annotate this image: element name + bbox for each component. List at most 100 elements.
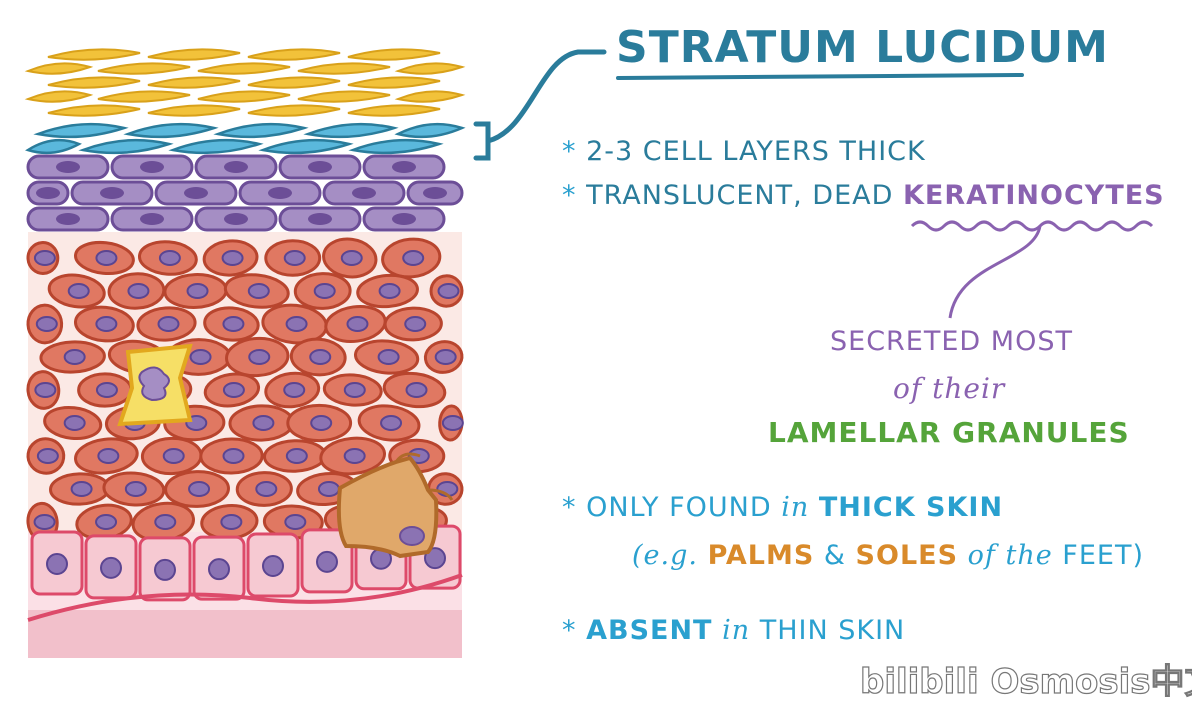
lucidum-cell (78, 138, 174, 155)
cell-nucleus (222, 316, 245, 332)
cell-nucleus (221, 250, 244, 266)
cell-nucleus (158, 250, 181, 266)
cell-nucleus (33, 250, 56, 266)
cell-nucleus (377, 349, 400, 365)
bullet-star: * (562, 136, 577, 167)
cell-nucleus (222, 382, 245, 398)
soles-label: SOLES (855, 540, 959, 571)
cell-nucleus (184, 187, 208, 199)
cell-nucleus (220, 514, 243, 530)
ampersand: & (823, 540, 846, 571)
cell-nucleus (434, 349, 457, 365)
cell-nucleus (188, 481, 211, 497)
bullet-text: 2-3 CELL LAYERS THICK (586, 136, 926, 167)
of-the-text: of the (967, 540, 1053, 571)
lucidum-cell (258, 138, 354, 155)
corneum-cell (347, 76, 441, 89)
cell-nucleus (268, 187, 292, 199)
bullet-star: * (562, 180, 577, 211)
cell-nucleus (36, 187, 60, 199)
example-prefix: (e.g. (632, 540, 698, 571)
cell-nucleus (222, 448, 245, 464)
cell-nucleus (100, 556, 122, 579)
cell-nucleus (310, 415, 333, 431)
cell-nucleus (46, 553, 68, 575)
cell-nucleus (308, 213, 332, 225)
thick-skin-label: THICK SKIN (818, 492, 1004, 523)
title-leader-line (485, 49, 607, 144)
keratinocytes-wavy-underline (910, 220, 1154, 232)
corneum-cell (394, 62, 466, 75)
cell-nucleus (317, 481, 340, 497)
absent-label: ABSENT (586, 615, 713, 646)
cell-nucleus (405, 382, 428, 398)
lucidum-cell (394, 122, 466, 139)
cell-nucleus (441, 415, 464, 431)
stratum-corneum-cells (24, 48, 466, 117)
cell-nucleus (140, 213, 164, 225)
cell-nucleus (224, 213, 248, 225)
cell-nucleus (56, 161, 80, 173)
corneum-cell (24, 62, 94, 75)
cell-nucleus (380, 415, 403, 431)
example-palms-soles: (e.g. PALMS & SOLES of the FEET) (632, 540, 1144, 571)
cell-nucleus (378, 283, 401, 299)
cell-nucleus (95, 514, 118, 530)
corneum-cell (147, 48, 241, 61)
lucidum-cell (168, 138, 264, 155)
bullet-thin-skin: * ABSENT in THIN SKIN (562, 615, 905, 646)
cell-nucleus (154, 558, 176, 581)
cell-nucleus (308, 161, 332, 173)
cell-nucleus (285, 448, 308, 464)
cell-nucleus (127, 283, 150, 299)
bullet-connector-word: in (781, 492, 810, 523)
cell-nucleus (95, 316, 118, 332)
corneum-cell (247, 104, 341, 117)
cell-nucleus (63, 349, 86, 365)
cell-nucleus (224, 161, 248, 173)
bullet-star: * (562, 492, 577, 523)
cell-nucleus (424, 547, 446, 570)
cell-nucleus (35, 316, 58, 332)
corneum-cell (347, 48, 441, 61)
cell-nucleus (437, 283, 460, 299)
melanocyte (336, 452, 454, 559)
stratum-basale-cells (30, 524, 462, 602)
cell-nucleus (186, 283, 209, 299)
cell-nucleus (63, 415, 86, 431)
bullet-text: ONLY FOUND (586, 492, 772, 523)
cell-nucleus (392, 213, 416, 225)
corneum-cell (197, 90, 291, 103)
cell-nucleus (285, 316, 308, 332)
corneum-cell (47, 104, 141, 117)
cell-nucleus (343, 382, 366, 398)
cell-nucleus (316, 550, 338, 573)
corneum-cell (297, 62, 391, 75)
corneum-cell (47, 48, 141, 61)
title-underline (616, 73, 1024, 80)
cell-nucleus (255, 481, 278, 497)
cell-nucleus (162, 448, 185, 464)
cell-nucleus (283, 382, 306, 398)
lucidum-cell (348, 138, 444, 155)
cell-nucleus (248, 349, 271, 365)
cell-nucleus (95, 382, 118, 398)
basement-membrane (27, 573, 463, 622)
cell-nucleus (36, 448, 59, 464)
corneum-cell (247, 76, 341, 89)
cell-nucleus (346, 316, 369, 332)
corneum-cell (247, 48, 341, 61)
corneum-cell (97, 90, 191, 103)
cell-nucleus (95, 250, 118, 266)
cell-nucleus (252, 415, 275, 431)
cell-nucleus (97, 448, 120, 464)
keratinocytes-label: KERATINOCYTES (902, 180, 1165, 211)
cell-nucleus (343, 448, 366, 464)
cell-nucleus (33, 514, 56, 530)
page-title: STRATUM LUCIDUM (616, 22, 1109, 73)
stratum-lucidum-cells (25, 122, 466, 155)
cell-nucleus (262, 555, 284, 578)
cell-nucleus (124, 481, 147, 497)
cell-nucleus (402, 250, 425, 266)
